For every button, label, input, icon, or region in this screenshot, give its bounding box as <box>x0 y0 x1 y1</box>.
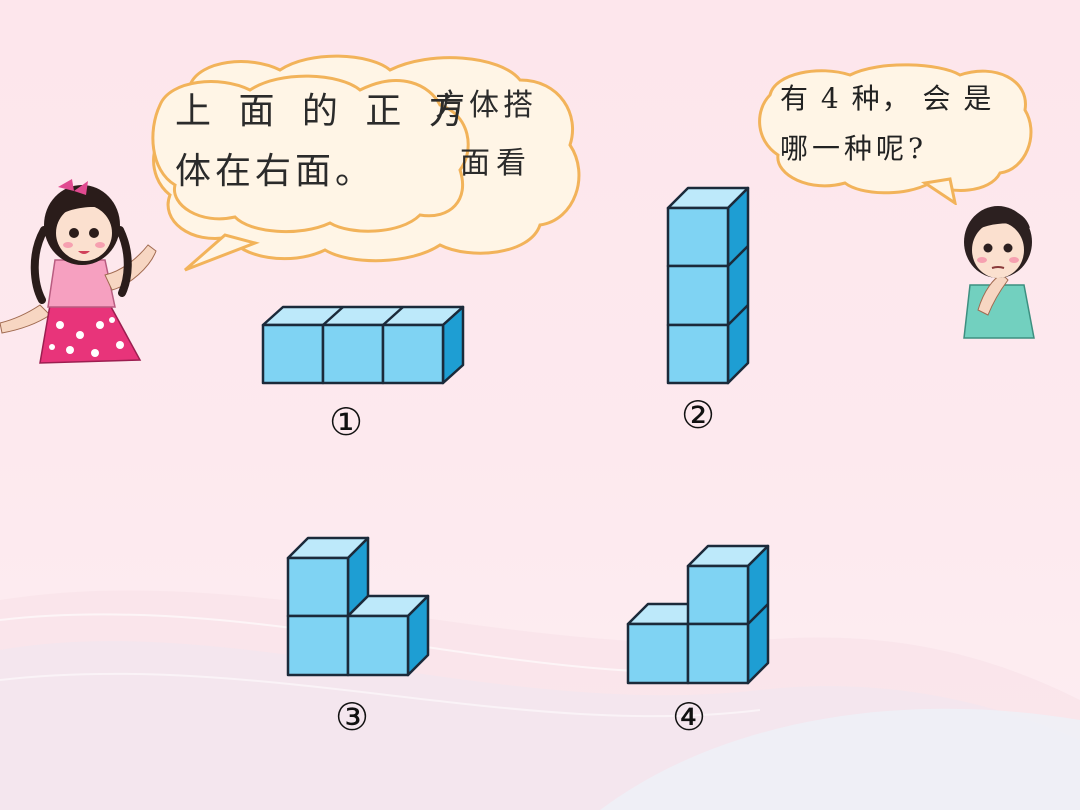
cube-option-1 <box>261 305 465 385</box>
girl-back-line2: 面看 <box>460 146 532 181</box>
boy-line2: 哪一种呢? <box>780 132 928 165</box>
speech-cloud-shape <box>758 63 1033 205</box>
option-label-3: ③ <box>334 695 370 739</box>
girl-speech-bubble: 方体搭 面看 上 面 的 正 方 体在右面。 <box>130 45 590 275</box>
girl-back-line1: 方体搭 <box>435 88 537 123</box>
option-label-2: ② <box>680 393 716 437</box>
option-label-1: ① <box>328 400 364 444</box>
option-label-4: ④ <box>671 695 707 739</box>
cube-option-2 <box>666 186 750 385</box>
boy-speech-bubble: 有 4 种， 会 是 哪一种呢? <box>750 55 1040 205</box>
boy-character <box>963 206 1035 339</box>
girl-character <box>0 179 157 364</box>
boy-line1: 有 4 种， 会 是 <box>780 82 994 115</box>
speech-cloud-shape <box>151 54 581 272</box>
girl-front-line2: 体在右面。 <box>175 151 376 192</box>
cube-option-4 <box>626 544 770 685</box>
girl-front-line1: 上 面 的 正 方 <box>175 91 473 132</box>
cube-option-3 <box>286 536 430 677</box>
